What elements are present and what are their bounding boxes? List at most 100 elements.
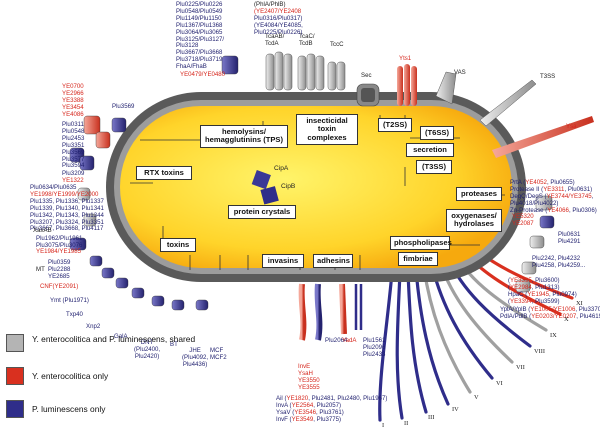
box-secretion: secretion	[406, 143, 454, 158]
ail-line-part: InvF (	[276, 415, 292, 423]
protease-line-part: YE4052	[525, 179, 547, 186]
protease-line: Protease II (YE3311, Plu0631)	[510, 185, 597, 194]
ye1322-text: YE1322	[62, 176, 84, 184]
ypla-line-part: YplA/YplB (	[500, 306, 531, 313]
legend-photorhabdus-swatch	[6, 400, 24, 418]
plu-left-item: Plu0548	[62, 127, 85, 135]
rtx-item: Plu1342, Plu1343, Plu1344	[30, 211, 104, 219]
ye-left-item: YE3454	[62, 103, 84, 111]
box-t3ss: (T3SS)	[416, 160, 452, 175]
protease-line-part: , Plu0306)	[568, 206, 597, 214]
legend-photorhabdus-label: P. luminescens only	[32, 404, 106, 414]
cipa-crystal	[251, 170, 271, 190]
hydrolase-line-part: YE3395	[510, 277, 532, 284]
fim-blue-item: Plu2096	[363, 343, 386, 351]
flagella-numeral: V	[474, 394, 479, 401]
ypla-line: YplA/YplB (YE1005/YE1006, Plu3370/Plu336…	[500, 306, 600, 314]
rtx-gene-group: Plu0634/Plu0635 YE1998/YE1999/YE2000 Plu…	[30, 184, 104, 233]
legend-shared: Y. enterocolitica and P. luminescens, sh…	[6, 334, 206, 354]
box-invasins-text: invasins	[267, 256, 299, 265]
mcf-item: MCF2	[210, 353, 227, 361]
secreted-protein-icons	[69, 55, 555, 311]
ypla-line-part: , Plu3370/Plu3369)	[575, 306, 600, 313]
yts1-system	[397, 64, 417, 106]
ye5320-item: YE5320	[512, 213, 534, 220]
protease-line-part: Plu4018/Plu4022)	[510, 199, 559, 207]
plu2242-item: Plu2242, Plu4232	[532, 255, 581, 262]
ail-line: InvA (YE2564, Plu2057)	[276, 401, 387, 410]
t3ss-needle	[479, 79, 537, 127]
ye1984-label: YE1984/YE1985	[36, 248, 82, 255]
legend-yersinia-swatch	[6, 367, 24, 385]
ail-line-part: , Plu2481, Plu2480, Plu1967)	[308, 395, 388, 402]
flagella-numeral: VII	[516, 364, 525, 371]
cipb-crystal	[260, 186, 279, 205]
sec-label: Sec	[361, 72, 372, 79]
yts1-label: Yts1	[399, 55, 412, 62]
plu-top-item: Plu0548/Plu0549	[176, 7, 223, 15]
ail-line-part: YE1820	[286, 395, 309, 402]
protease-line-part: DegQ/DegS (	[510, 192, 547, 200]
flagella-numeral: X	[564, 316, 569, 323]
plu-top-item: Plu1367/Plu1368	[176, 21, 223, 29]
protease-line-part: ,	[591, 192, 594, 200]
box-t2ss-text: (T2SS)	[382, 120, 408, 129]
box-proteases: proteases	[456, 187, 502, 202]
ail-line-part: , Plu3775)	[313, 415, 342, 423]
flagella-numeral: IV	[452, 406, 459, 413]
box-t3ss-text: (T3SS)	[421, 162, 447, 171]
box-secretion-text: secretion	[413, 145, 447, 154]
mt-item: YE2685	[48, 272, 70, 280]
legend-yersinia-label: Y. enterocolitica only	[32, 371, 109, 381]
xnp2-label: Xnp2	[86, 323, 101, 330]
flagella-numeral: III	[428, 414, 435, 421]
plu3209-text: Plu3209	[62, 170, 85, 177]
jhe-label: JHE(Plu4092,Plu4436)	[182, 347, 208, 369]
plu-left-item: Plu0311	[62, 121, 84, 128]
box-insecticidal-text: insecticidal toxin complexes	[306, 116, 348, 142]
plu-left-item: Plu3351	[62, 141, 85, 149]
mt-item: Plu2288	[48, 265, 71, 273]
box-phospholipases-text: phospholipases	[394, 238, 452, 247]
ail-line-part: , Plu3761)	[315, 408, 344, 416]
ail-line-part: YE2564	[291, 401, 314, 409]
rtx-item: Plu3207, Plu3324, Plu3351	[30, 218, 104, 226]
plu3569-label: Plu3569	[112, 103, 135, 110]
rtx-item: Plu3667, Plu3668, Plu4117	[30, 225, 104, 233]
hydrolase-line: (YE2984, Plu1313)	[508, 284, 577, 292]
protease-line: PrtA (YE4052, Plu0655)	[510, 179, 597, 187]
cipa-label: CipA	[274, 165, 289, 172]
plu0631-item: Plu4291	[558, 237, 581, 245]
plu2242-item: Plu4258, Plu4259...	[532, 261, 586, 269]
protease-line-part: YE3744/YE3745	[546, 192, 592, 200]
box-rtx-text: RTX toxins	[144, 168, 184, 177]
box-fimbriae: fimbriae	[398, 252, 438, 267]
jhe-item: JHE	[189, 347, 201, 354]
gala-label: GalA	[114, 333, 128, 340]
box-adhesins: adhesins	[313, 254, 353, 269]
protease-line-part: Zn-Protease (	[510, 206, 548, 214]
plu3209-group: Plu3209 YE1322	[62, 170, 85, 185]
hydrolase-line-part: , Plu3600)	[531, 277, 560, 284]
flagella-numeral: I	[382, 422, 385, 429]
tcaab-text: TcaAB/ TcdA	[265, 33, 285, 47]
tcac-label: TcaC/ TcdB	[299, 33, 315, 47]
ail-line-part: YE3546	[294, 408, 316, 416]
phla-group: (PhlA/PhlB) (YE2407/YE2408 Plu0316/Plu03…	[254, 1, 303, 37]
rtx-red: YE1998/YE1999/YE2000	[30, 190, 99, 198]
mt-label: MT	[36, 266, 45, 273]
box-toxins: toxins	[160, 238, 196, 253]
right-protease-list: PrtA (YE4052, Plu0655)Protease II (YE331…	[510, 179, 597, 215]
tc-complex-tcac	[297, 53, 325, 91]
protease-line-part: , Plu0631)	[564, 185, 593, 193]
inv-red-item: YsaH	[298, 369, 313, 377]
inv-red-item: InvE	[298, 363, 311, 370]
tc-complex-tccc	[327, 61, 346, 91]
